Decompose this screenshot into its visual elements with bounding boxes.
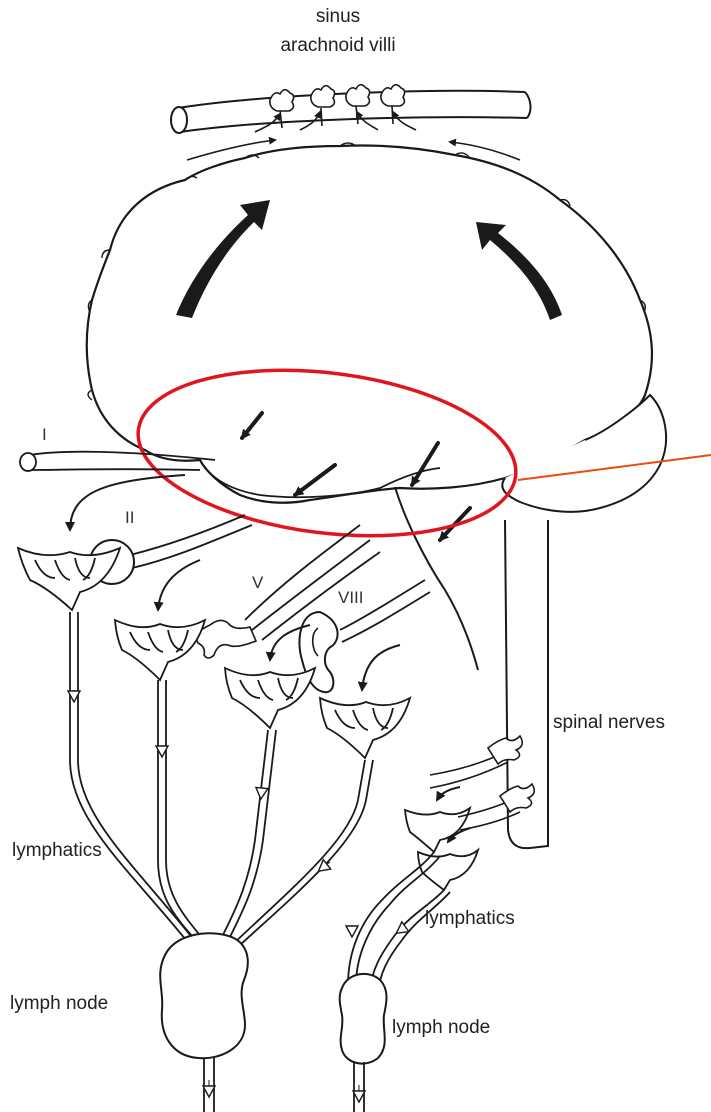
arachnoid-villi-label: arachnoid villi <box>280 35 395 57</box>
efferent-lymphatic-left <box>204 1058 214 1112</box>
lymph-node-right <box>340 974 387 1064</box>
cranial-nerve-label-V: V <box>252 573 263 593</box>
lymph-capillary <box>115 620 205 680</box>
spinal-nerves-label: spinal nerves <box>553 712 665 734</box>
lymph-flow-arrows-left <box>74 690 330 870</box>
cranial-nerve-label-II: II <box>125 508 134 528</box>
lymphatic-capillary-plexuses <box>18 548 478 890</box>
lymph-node-label-left: lymph node <box>10 993 108 1015</box>
lymph-node-label-right: lymph node <box>392 1017 490 1039</box>
trigeminal-ending-icon <box>197 620 257 658</box>
lymph-capillary <box>320 698 410 758</box>
lymph-node-left <box>160 933 248 1058</box>
lymphatics-label-right: lymphatics <box>425 908 515 930</box>
cranial-nerve-label-I: I <box>42 425 47 445</box>
sinus-label: sinus <box>316 6 360 28</box>
lymphatics-label-left: lymphatics <box>12 840 102 862</box>
efferent-lymphatic-right <box>354 1062 364 1112</box>
lymph-capillary <box>225 668 315 728</box>
optic-nerve <box>130 515 252 568</box>
cranial-nerve-label-VIII: VIII <box>338 588 364 608</box>
lymphatic-vessels-left <box>70 612 373 945</box>
